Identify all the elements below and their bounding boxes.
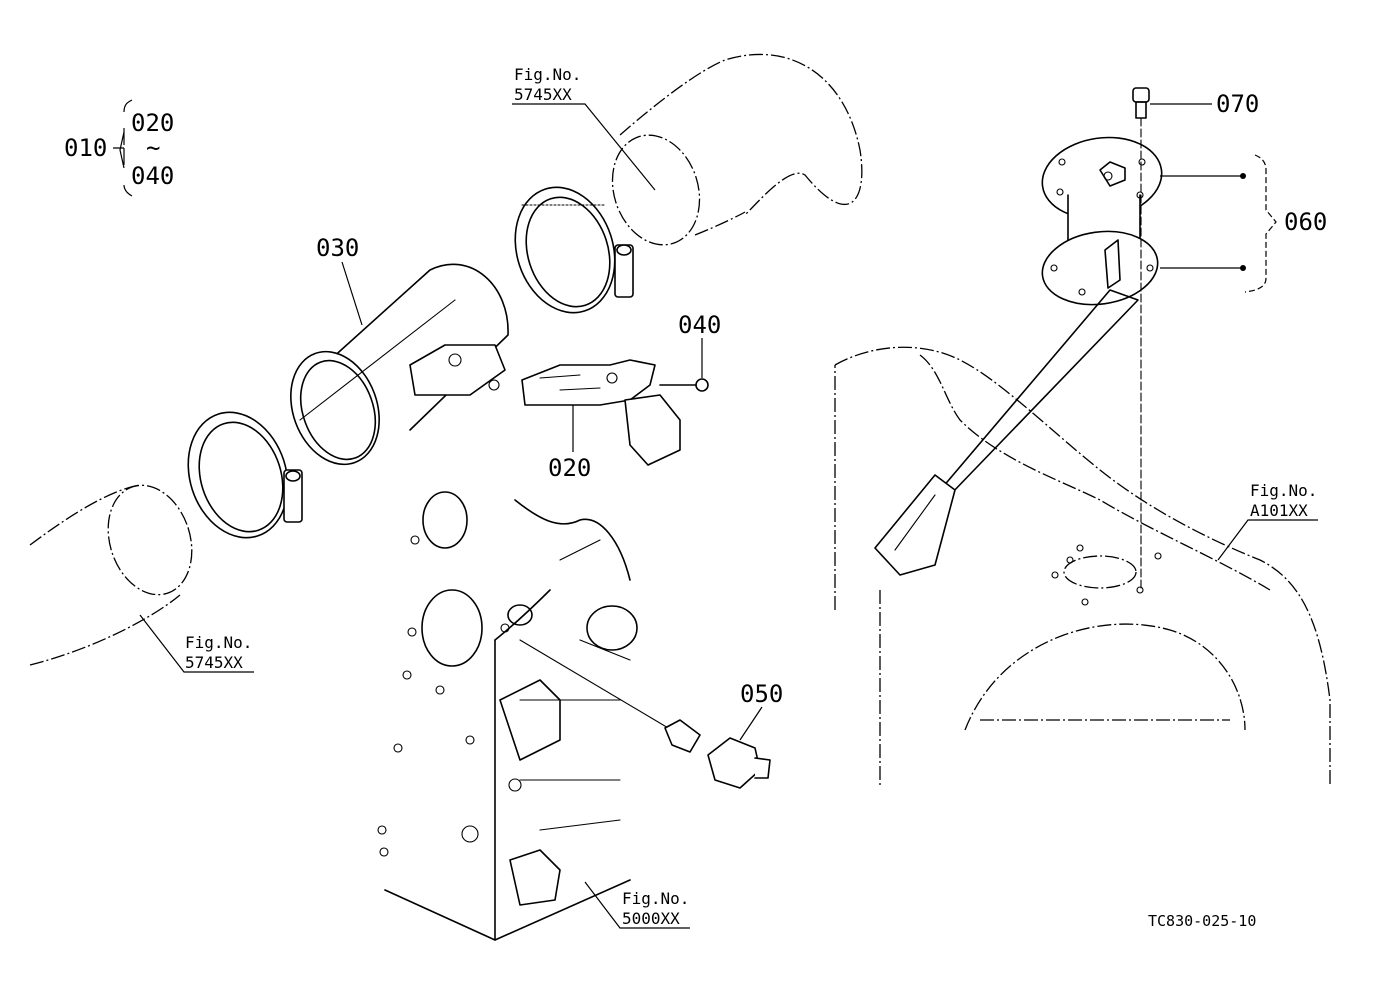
sensor-tube xyxy=(290,263,509,466)
hose-clamp-bottom xyxy=(187,411,303,539)
drawing-code: TC830-025-10 xyxy=(1148,912,1256,930)
label-020: 020 xyxy=(548,454,591,482)
fig-ref-left-line1: Fig.No. xyxy=(185,633,252,652)
intake-hose-top xyxy=(611,53,863,246)
leader-lines xyxy=(113,99,1318,929)
engine-block xyxy=(377,491,638,941)
fig-ref-left-line2: 5745XX xyxy=(185,653,243,672)
label-050: 050 xyxy=(740,680,783,708)
fuel-level-sender xyxy=(874,136,1163,576)
fig-ref-engine-line2: 5000XX xyxy=(622,909,680,928)
fig-ref-tank-line1: Fig.No. xyxy=(1250,481,1317,500)
screw-040 xyxy=(659,378,709,392)
intake-hose-bottom xyxy=(29,484,193,666)
fig-ref-tank-line2: A101XX xyxy=(1250,501,1308,520)
label-010: 010 xyxy=(64,134,107,162)
air-flow-sensor xyxy=(409,344,681,466)
label-040-range: 040 xyxy=(131,162,174,190)
screw-070 xyxy=(1132,87,1150,591)
label-070: 070 xyxy=(1216,90,1259,118)
label-040: 040 xyxy=(678,311,721,339)
label-060: 060 xyxy=(1284,208,1327,236)
oil-pressure-switch xyxy=(519,639,771,789)
fig-ref-top-line1: Fig.No. xyxy=(514,65,581,84)
part-labels: 010 020 ~ 040 030 040 020 050 060 070 xyxy=(64,90,1327,708)
fuel-tank xyxy=(834,346,1331,785)
hose-clamp-top xyxy=(514,186,634,314)
label-range-tilde: ~ xyxy=(146,134,160,162)
fig-ref-top-line2: 5745XX xyxy=(514,85,572,104)
figure-references: Fig.No. 5745XX Fig.No. 5745XX Fig.No. 50… xyxy=(185,65,1317,928)
label-020-range: 020 xyxy=(131,109,174,137)
fig-ref-engine-line1: Fig.No. xyxy=(622,889,689,908)
label-030: 030 xyxy=(316,234,359,262)
